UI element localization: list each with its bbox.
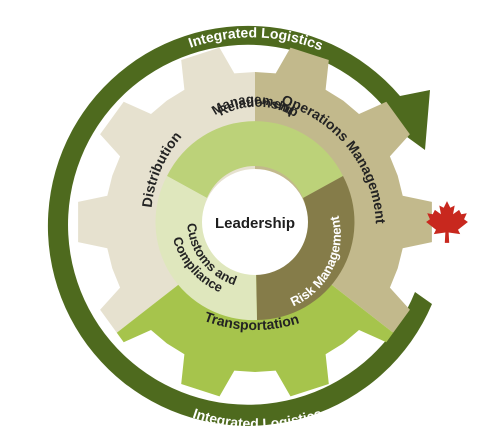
maple-leaf-icon [426, 201, 468, 243]
inner-segment-risk [256, 176, 355, 320]
center-label: Leadership [215, 215, 295, 232]
center-circle [202, 169, 308, 275]
inner-segment-relationship [167, 121, 343, 198]
inner-segment-customs [155, 176, 257, 321]
inner-ring [155, 121, 355, 321]
